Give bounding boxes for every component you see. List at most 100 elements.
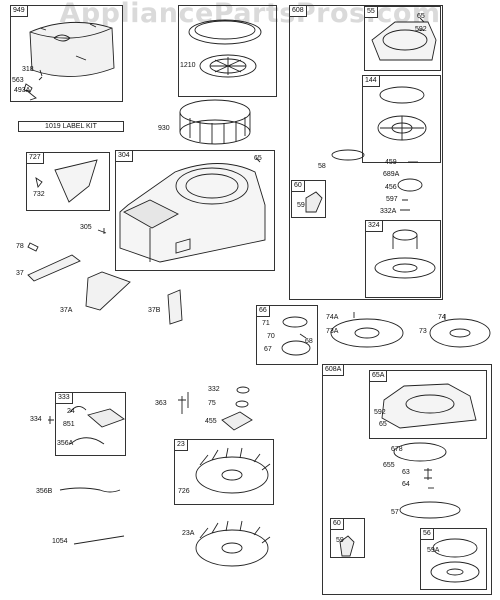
box-333: 333: [55, 392, 126, 456]
callout-73: 73: [419, 328, 427, 335]
box-65A: 65A: [369, 370, 487, 439]
callout-24: 24: [67, 408, 75, 415]
pulley-144-part: [377, 86, 427, 141]
box-label: 608: [290, 6, 307, 17]
callout-78: 78: [16, 243, 24, 250]
box-55: 55: [364, 6, 441, 71]
box-label: 55: [365, 7, 378, 18]
box-label: 324: [366, 221, 383, 232]
box-label: 56: [421, 529, 434, 540]
callout-334: 334: [30, 416, 42, 423]
callout-732: 732: [33, 191, 45, 198]
box-label: 949: [11, 6, 28, 17]
spring-58-part: [331, 149, 365, 161]
bolt-363-part: [178, 392, 189, 414]
fan-455-part: [221, 411, 253, 431]
box-label: 304: [116, 151, 133, 162]
screw-65-part: [255, 157, 261, 163]
callout-58: 58: [318, 163, 326, 170]
callout-59: 59: [297, 202, 305, 209]
callout-71: 71: [262, 320, 270, 327]
callout-655: 655: [383, 462, 395, 469]
callout-851: 851: [63, 421, 75, 428]
callout-65: 65: [417, 13, 425, 20]
callout-23A: 23A: [182, 530, 195, 537]
callout-67: 67: [264, 346, 272, 353]
callout-70: 70: [267, 333, 275, 340]
callout-65-lower: 65: [379, 421, 387, 428]
callout-37A: 37A: [60, 307, 73, 314]
callout-363: 363: [155, 400, 167, 407]
blower-housing-304-part: [119, 163, 266, 263]
callout-64: 64: [402, 481, 410, 488]
callout-493A: 493A: [14, 87, 31, 94]
pawl-set-66-part: [281, 316, 311, 356]
callout-65-housing: 65: [254, 155, 262, 162]
box-304: 304: [115, 150, 275, 271]
box-608: 608: [289, 5, 443, 300]
box-label: 23: [175, 440, 188, 451]
air-cleaner-cover-part: [29, 21, 115, 77]
callout-597: 597: [386, 196, 398, 203]
handle-59-part: [339, 535, 355, 557]
bracket-493A-part: [25, 89, 37, 101]
baffle-37-part: [27, 254, 81, 282]
box-label: 60: [292, 181, 305, 192]
callout-459: 459: [385, 159, 397, 166]
cup-73A-part: [330, 318, 404, 348]
starter-housing-65A-part: [381, 383, 477, 429]
wire-356B-part: [59, 487, 121, 493]
box-144: 144: [362, 75, 441, 163]
callout-689A: 689A: [383, 171, 400, 178]
box-66: 66: [256, 305, 318, 365]
box-label: 727: [27, 153, 44, 164]
box-label: 608A: [323, 365, 345, 376]
callout-37B: 37B: [148, 307, 161, 314]
box-56: 56: [420, 528, 487, 590]
flywheel-726-part: [195, 447, 271, 494]
box-608A: 608A: [322, 364, 492, 595]
box-949: 949: [10, 5, 123, 102]
callout-930: 930: [158, 125, 170, 132]
screen-930-part: [179, 99, 251, 145]
callout-332A: 332A: [380, 208, 397, 215]
callout-356A: 356A: [57, 440, 74, 447]
clip-732-part: [35, 177, 43, 189]
callout-726: 726: [178, 488, 190, 495]
baffle-37B-part: [167, 289, 183, 325]
box-label: 60: [331, 519, 344, 530]
box-1210-group: [178, 5, 277, 97]
callout-68: 68: [305, 338, 313, 345]
callout-678: 678: [391, 446, 403, 453]
screw-597-332A-part: [400, 199, 410, 211]
screw-305-part: [97, 228, 107, 234]
callout-73A: 73A: [326, 328, 339, 335]
box-324: 324: [365, 220, 441, 298]
box-23: 23: [174, 439, 274, 505]
callout-592: 592: [415, 26, 427, 33]
bracket-563-part: [23, 83, 33, 93]
cup-324-part: [374, 229, 436, 279]
ring-1210-part: [188, 19, 262, 78]
bolt-78-part: [27, 242, 39, 252]
box-label: 333: [56, 393, 73, 404]
callout-456: 456: [385, 184, 397, 191]
screw-334-part: [48, 416, 54, 424]
callout-74A: 74A: [326, 314, 339, 321]
wire-1054-part: [73, 535, 125, 545]
callout-592-lower: 592: [374, 409, 386, 416]
pulley-59A-part: [430, 538, 480, 583]
box-label: 65A: [370, 371, 388, 382]
washer-75-part: [235, 400, 249, 408]
screw-318-part: [38, 69, 43, 81]
guard-727-part: [54, 159, 98, 203]
callout-318: 318: [22, 66, 34, 73]
box-60-bottom: 60: [330, 518, 365, 558]
box-label: 66: [257, 306, 270, 317]
callout-74: 74: [438, 314, 446, 321]
cup-73-part: [429, 318, 491, 348]
label-kit: 1019 LABEL KIT: [18, 121, 124, 132]
callout-332: 332: [208, 386, 220, 393]
baffle-37A-part: [85, 271, 131, 311]
